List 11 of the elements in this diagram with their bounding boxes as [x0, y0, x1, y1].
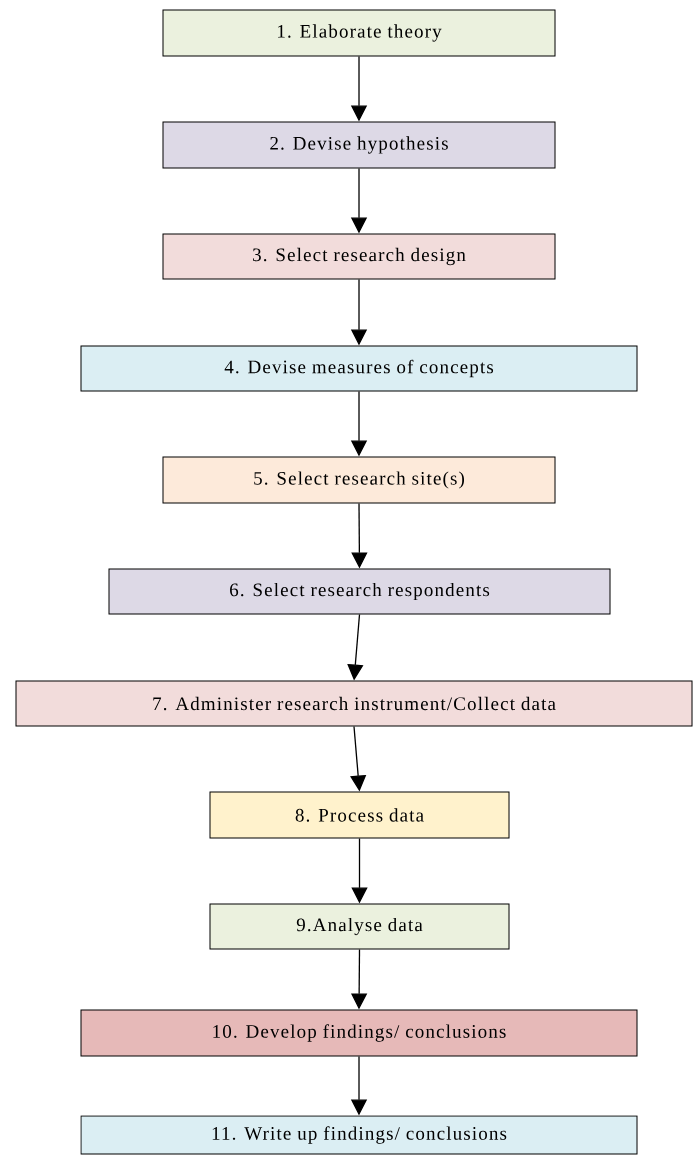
process-box: 7. Administer research instrument/Collect data [15, 680, 693, 727]
process-box: 6. Select research respondents [108, 568, 611, 615]
process-box: 10. Develop findings/ conclusions [80, 1009, 638, 1057]
process-box: 2. Devise hypothesis [162, 121, 556, 169]
process-box: 5. Select research site(s) [162, 456, 556, 504]
process-box: 4. Devise measures of concepts [80, 345, 638, 392]
process-box: 8. Process data [209, 791, 510, 839]
process-box: 1. Elaborate theory [162, 9, 556, 57]
process-box: 3. Select research design [162, 233, 556, 280]
process-box: 9.Analyse data [209, 903, 510, 950]
process-box: 11. Write up findings/ conclusions [80, 1115, 638, 1155]
